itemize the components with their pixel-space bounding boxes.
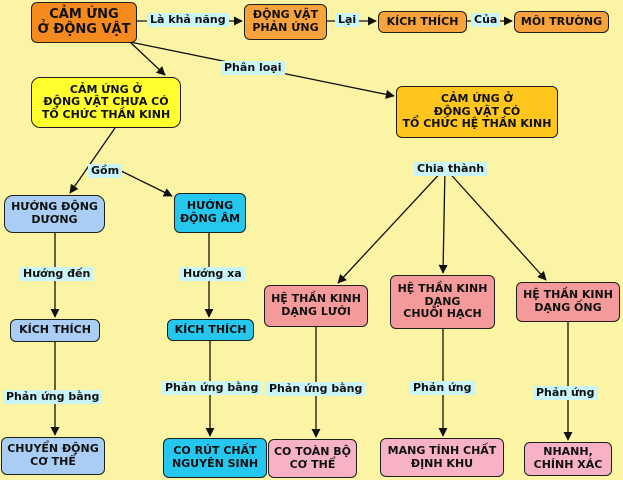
arrow-nonerve-hdd: [69, 127, 116, 194]
node-mang-tinh-chat-dinh-khu: MANG TÍNH CHẤT ĐỊNH KHU: [380, 438, 504, 477]
node-chua-co-to-chuc-than-kinh: CẢM ỨNG Ở ĐỘNG VẬT CHƯA CÓ TỔ CHỨC THẦN …: [31, 77, 181, 128]
label-phan-ung-bang-left: Phản ứng bằng: [3, 390, 103, 405]
label-phan-loai: Phân loại: [221, 61, 285, 76]
label-huong-xa: Hướng xa: [180, 267, 245, 282]
arrow-nerve-ong: [444, 167, 547, 281]
node-moi-truong: MÔI TRƯỜNG: [514, 11, 609, 33]
arrow-root-nonerve: [129, 41, 166, 76]
label-huong-den: Hướng đến: [20, 267, 94, 282]
node-huong-dong-duong: HƯỚNG ĐỘNG DƯƠNG: [4, 195, 105, 233]
label-cua: Của: [471, 13, 501, 28]
node-chuyen-dong-co-the: CHUYỂN ĐỘNG CƠ THỂ: [1, 437, 105, 475]
label-phan-ung-chuoi: Phản ứng: [410, 381, 475, 396]
node-huong-dong-am: HƯỚNG ĐỘNG ÂM: [174, 193, 246, 233]
label-phan-ung-ong: Phản ứng: [533, 386, 598, 401]
node-co-toan-bo-co-the: CO TOÀN BỘ CƠ THỂ: [268, 439, 357, 478]
node-kich-thich-mid: KÍCH THÍCH: [167, 319, 254, 341]
node-kich-thich-top: KÍCH THÍCH: [378, 11, 467, 33]
label-la-kha-nang: Là khả năng: [147, 13, 229, 28]
node-co-rut-chat-nguyen-sinh: CO RÚT CHẤT NGUYÊN SINH: [163, 438, 267, 478]
arrow-nonerve-hda: [114, 167, 173, 197]
node-co-to-chuc-he-than-kinh: CẢM ỨNG Ở ĐỘNG VẬT CÓ TỔ CHỨC HỆ THẦN KI…: [396, 86, 558, 138]
label-gom: Gồm: [88, 164, 123, 179]
node-he-than-kinh-chuoi-hach: HỆ THẦN KINH DẠNG CHUỖI HẠCH: [390, 275, 495, 329]
node-nhanh-chinh-xac: NHANH, CHÍNH XÁC: [524, 442, 612, 476]
node-kich-thich-left: KÍCH THÍCH: [10, 319, 100, 342]
label-chia-thanh: Chia thành: [414, 162, 488, 177]
arrow-nerve-luoi: [337, 167, 446, 284]
node-he-than-kinh-dang-luoi: HỆ THẦN KINH DẠNG LƯỚI: [264, 285, 368, 327]
node-he-than-kinh-dang-ong: HỆ THẦN KINH DẠNG ỐNG: [516, 282, 620, 322]
arrow-nerve-chuoi: [438, 167, 448, 274]
node-dong-vat-phan-ung: ĐỘNG VẬT PHẢN ỨNG: [244, 4, 327, 40]
label-lai: Lại: [335, 13, 360, 28]
node-cam-ung-o-dong-vat: CẢM ỨNG Ở ĐỘNG VẬT: [31, 2, 137, 43]
label-phan-ung-bang-right: Phản ứng bằng: [266, 382, 366, 397]
label-phan-ung-bang-mid: Phản ứng bằng: [162, 381, 262, 396]
